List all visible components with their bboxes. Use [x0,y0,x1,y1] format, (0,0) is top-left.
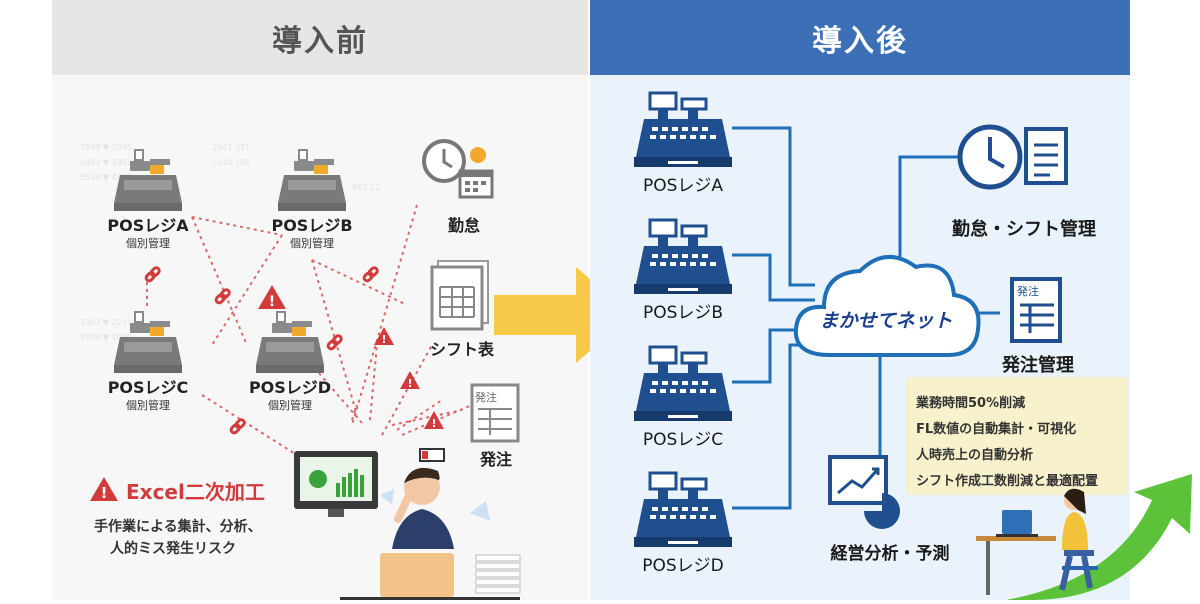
svg-text:2401 ▼ 1982: 2401 ▼ 1982 [80,158,132,167]
output-label: 経営分析・予測 [831,543,950,564]
register-sub: 個別管理 [268,398,312,412]
svg-text:!: ! [101,484,108,502]
output-order: 発注 発注 [470,383,520,469]
output-order-label: 発注管理 [1001,354,1074,376]
output-label: 勤怠 [448,216,480,235]
cloud-icon [793,254,981,357]
register-sub: 個別管理 [126,398,170,412]
register-a: POSレジA [632,91,734,196]
register-label: POSレジC [108,378,189,397]
svg-text:!: ! [407,377,412,390]
warning-line1: 手作業による集計、分析、 [94,518,262,535]
clock-calendar-icon [422,139,494,199]
benefit-item: 人時売上の自動分析 [916,447,1033,463]
svg-text:883 12: 883 12 [352,183,380,192]
warning-icons: ! ! ! ! [258,285,444,430]
makasete-net-hub: まかせてネット [793,254,981,357]
growth-arrow-icon [1006,474,1192,600]
after-header: 導入後 [590,0,1130,75]
output-order-management: 発注 [1010,277,1062,343]
before-title: 導入前 [272,23,368,59]
register-c: POSレジC 個別管理 [108,311,189,412]
register-label: POSレジD [249,378,331,397]
output-analysis: 経営分析・予測 [828,455,950,564]
svg-text:1920 ▼ 1099: 1920 ▼ 1099 [80,333,132,342]
register-a: POSレジA 個別管理 [107,149,189,250]
benefit-item: 業務時間50%削減 [915,395,1025,411]
chart-analysis-icon [828,455,900,529]
hub-label: まかせてネット [819,310,952,332]
register-b: POSレジB [632,218,734,323]
svg-text:!: ! [381,333,386,346]
register-label: POSレジC [643,430,723,450]
before-header: 導入前 [52,0,588,75]
register-d: POSレジD 個別管理 [249,311,331,412]
after-panel: 導入後 [590,0,1130,600]
svg-text:3849 ▼ 3045: 3849 ▼ 3045 [80,143,132,152]
warning-triangle-icon: ! [90,477,118,502]
order-form-icon: 発注 [470,383,520,443]
svg-text:!: ! [431,417,436,430]
after-diagram: POSレジA POSレジB POSレジC POSレジD まかせてネット [632,91,1128,576]
spreadsheet-icon [430,260,489,331]
register-b: POSレジB 個別管理 [271,149,353,250]
register-label: POSレジB [643,303,723,323]
tangled-connections [146,204,473,456]
growth-illustration [976,474,1192,600]
stressed-worker-illustration [294,448,521,601]
register-c: POSレジC [632,345,734,450]
after-title: 導入後 [812,23,908,59]
register-label: POSレジB [271,216,352,235]
output-label: 発注 [479,450,512,469]
output-label: シフト表 [430,340,495,359]
svg-text:1244 190: 1244 190 [212,158,250,167]
clock-document-icon [957,124,1068,190]
output-attendance-shift: 勤怠・シフト管理 [952,124,1096,240]
register-sub: 個別管理 [126,236,170,250]
warning-line2: 人的ミス発生リスク [110,540,236,557]
svg-text:発注: 発注 [475,390,497,404]
register-sub: 個別管理 [290,236,334,250]
benefits-box: 業務時間50%削減 FL数値の自動集計・可視化 人時売上の自動分析 シフト作成工… [906,377,1128,495]
output-shift: シフト表 [430,260,495,359]
before-diagram: 3849 ▼ 3045 2401 ▼ 1982 5520 ▼ 4410 3367… [80,139,521,601]
output-attendance: 勤怠 [422,139,494,235]
benefit-item: FL数値の自動集計・可視化 [916,421,1076,437]
register-label: POSレジD [642,556,724,576]
svg-text:!: ! [269,294,275,310]
benefit-item: シフト作成工数削減と最適配置 [916,473,1098,489]
register-d: POSレジD [632,471,734,576]
svg-text:5520 ▼ 4410: 5520 ▼ 4410 [80,173,132,182]
output-label: 勤怠・シフト管理 [952,218,1096,240]
svg-text:3367 ▼ 2211: 3367 ▼ 2211 [80,318,132,327]
warning-title: Excel二次加工 [126,480,265,504]
register-label: POSレジA [643,176,723,196]
chain-link-icons [144,266,379,435]
order-doc-tag: 発注 [1017,284,1039,298]
order-document-icon: 発注 [1010,277,1062,343]
register-label: POSレジA [107,216,189,235]
excel-warning: ! Excel二次加工 手作業による集計、分析、 人的ミス発生リスク [90,477,265,557]
happy-worker-illustration [976,488,1098,595]
svg-text:2341 331: 2341 331 [212,143,250,152]
